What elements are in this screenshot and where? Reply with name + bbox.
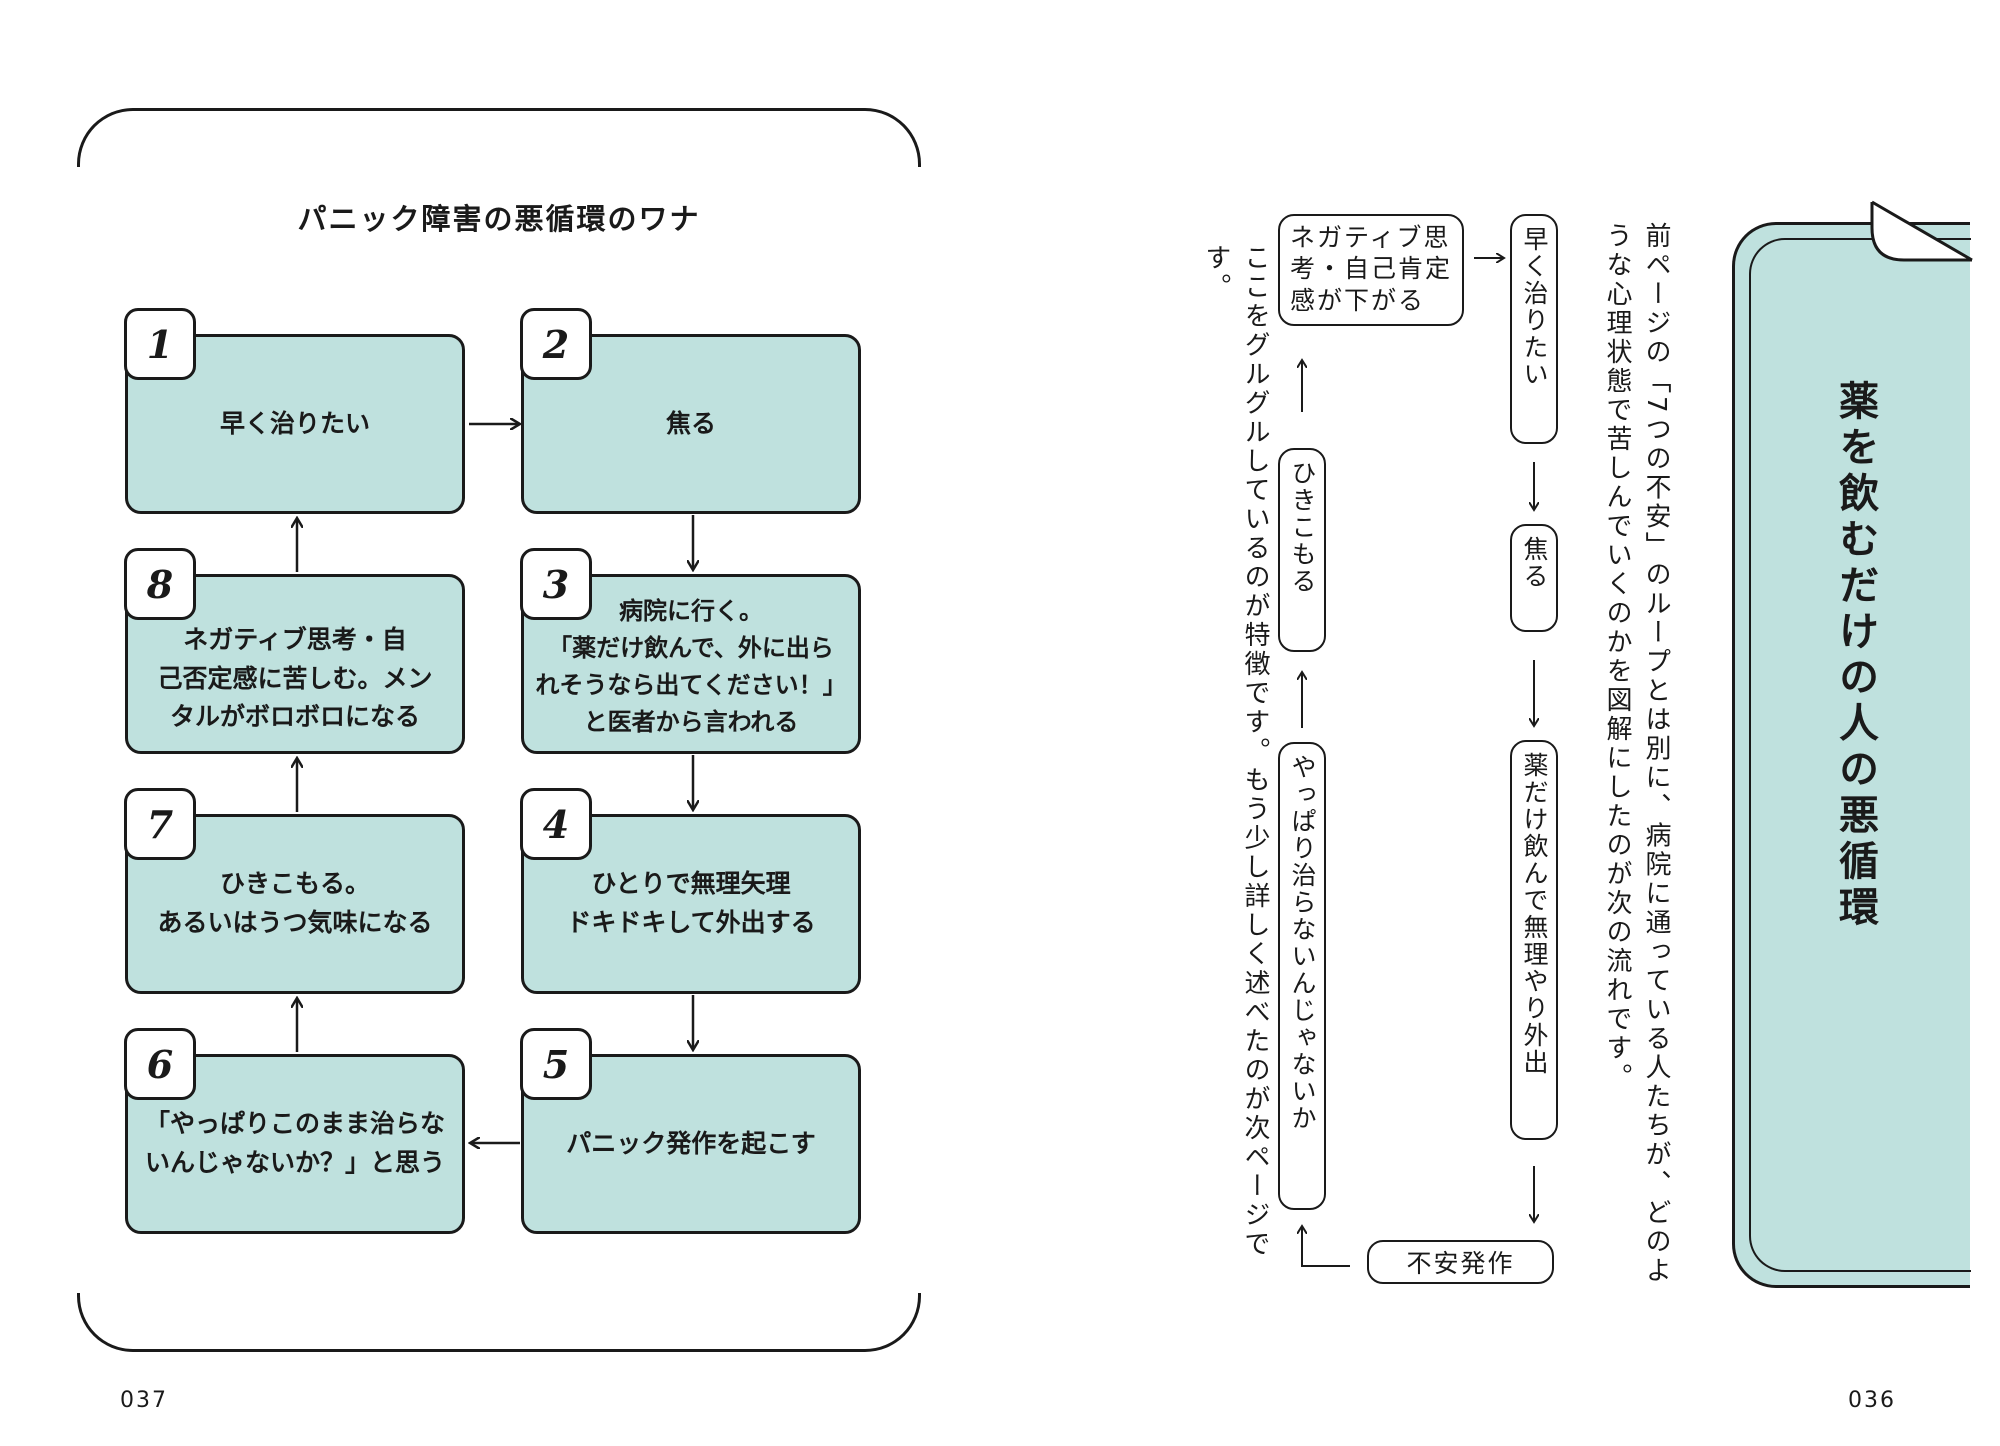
page-number-right: 036 [1848, 1388, 1896, 1413]
loop-box-impatience: 焦る [1510, 524, 1558, 632]
step-text-1: 早く治りたい [219, 408, 370, 438]
step-box-6: 「やっぱりこのまま治らな いんじゃないか？」と思う [125, 1054, 465, 1234]
step-text-4: ひとりで無理矢理 ドキドキして外出する [566, 869, 816, 937]
step-text-7: ひきこもる。 あるいはうつ気味になる [157, 869, 433, 937]
closing-paragraph: ここをグルグルしているのが特徴です。もう少し詳しく述べたのが次ページです。 [1201, 244, 1270, 1259]
step-text-3: 病院に行く。 「薬だけ飲んで、外に出ら れそうなら出てください！」 と医者から言… [535, 596, 847, 737]
step-number-3: 3 [520, 548, 592, 620]
step-number-8: 8 [124, 548, 196, 620]
intro-paragraph: 前ページの「7つの不安」のループとは別に、病院に通っている人たちが、どのような心… [1602, 222, 1671, 1286]
loop-arrow-4 [1302, 1226, 1350, 1267]
chapter-tab [1732, 222, 1970, 1288]
chapter-title: 薬を飲むだけの人の悪循環 [1832, 380, 1878, 932]
loop-box-withdrawal: ひきこもる [1278, 448, 1326, 652]
step-box-8: ネガティブ思考・自 己否定感に苦しむ。メン タルがボロボロになる [125, 574, 465, 754]
page-number-left: 037 [120, 1388, 168, 1413]
loop-box-early-recovery: 早く治りたい [1510, 214, 1558, 444]
step-number-5: 5 [520, 1028, 592, 1100]
step-text-8: ネガティブ思考・自 己否定感に苦しむ。メン タルがボロボロになる [157, 624, 433, 732]
step-number-4: 4 [520, 788, 592, 860]
step-text-6: 「やっぱりこのまま治らな いんじゃないか？」と思う [144, 1109, 445, 1177]
step-number-1: 1 [124, 308, 196, 380]
step-number-7: 7 [124, 788, 196, 860]
step-text-2: 焦る [665, 408, 716, 438]
loop-box-panic-attack: 不安発作 [1367, 1240, 1554, 1284]
chapter-tab-inner-border [1749, 238, 1971, 1272]
step-number-2: 2 [520, 308, 592, 380]
diagram-title: パニック障害の悪循環のワナ [297, 202, 701, 236]
page-corner-fold-icon [1870, 200, 1973, 262]
step-text-5: パニック発作を起こす [566, 1128, 816, 1158]
loop-box-negative-thinking: ネガティブ思 考・自己肯定 感が下がる [1278, 214, 1464, 326]
loop-box-forced-outing: 薬だけ飲んで無理やり外出 [1510, 740, 1558, 1140]
step-number-6: 6 [124, 1028, 196, 1100]
loop-box-wont-recover: やっぱり治らないんじゃないか [1278, 742, 1326, 1210]
